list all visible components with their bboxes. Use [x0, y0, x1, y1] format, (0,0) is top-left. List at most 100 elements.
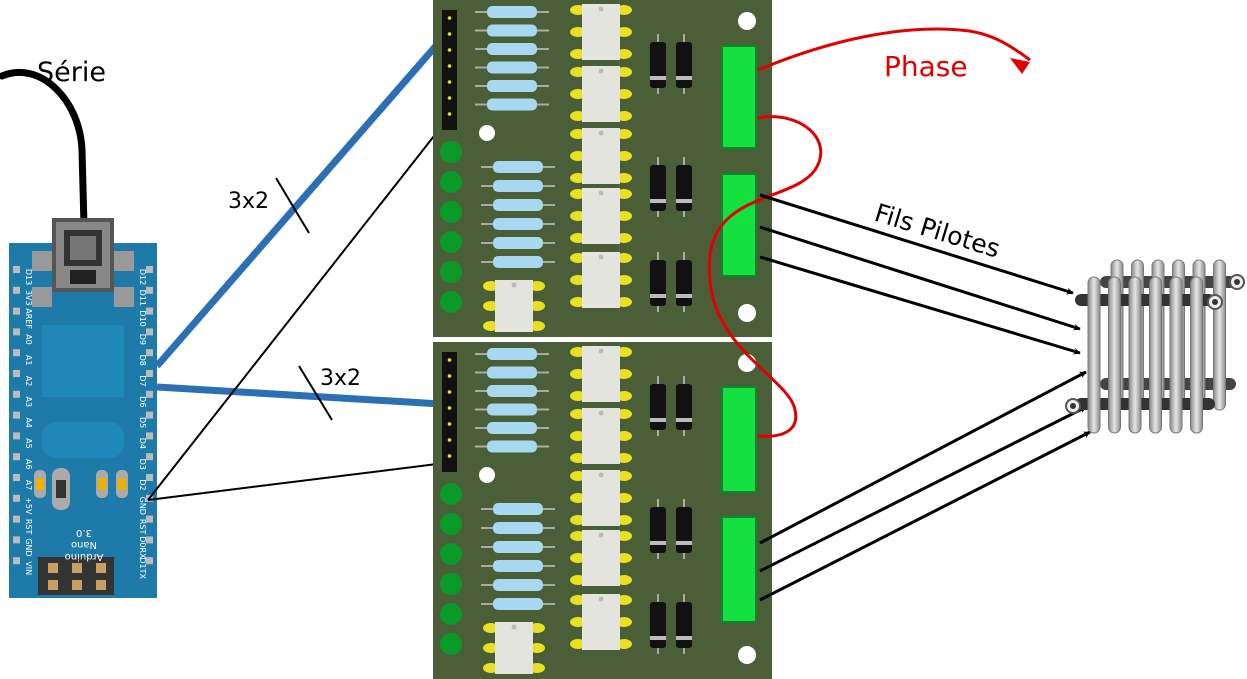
gnd-wire-bottom: [147, 462, 446, 501]
resistor: [493, 579, 543, 591]
phase-label: Phase: [884, 50, 968, 83]
mounting-hole: [479, 467, 495, 483]
bus-wire-bottom: [156, 383, 442, 408]
resistor: [487, 385, 537, 397]
status-led: [440, 573, 462, 595]
pilot-wires: [759, 193, 1091, 602]
pin-pad: [146, 349, 153, 357]
resistor: [487, 98, 537, 111]
mounting-hole: [738, 354, 756, 372]
terminal-block: [721, 45, 757, 149]
pin-label-left: D13: [24, 269, 33, 285]
diode: [650, 165, 666, 211]
pin-label-right: D7: [138, 375, 147, 386]
pin-label-right: D1TX: [138, 557, 147, 579]
pilot-wire-2: [759, 225, 1081, 331]
diode: [650, 260, 666, 306]
optocoupler: [582, 128, 620, 184]
pin-label-left: A6: [24, 459, 33, 470]
resistor: [487, 422, 537, 434]
optocoupler: [495, 622, 533, 674]
optocoupler: [582, 252, 620, 308]
pin-header: [442, 10, 457, 130]
resistor: [493, 237, 543, 249]
diode: [650, 602, 666, 648]
status-led: [440, 141, 462, 163]
arduino-pins: D133V3AREFA0A1A2A3A4A5A6A7+5VRSTGNDVIND1…: [13, 266, 153, 580]
arduino-chip: [42, 325, 124, 397]
usb-connector-icon: [52, 218, 114, 292]
serial-cable: [0, 68, 88, 229]
optocoupler: [582, 594, 620, 650]
status-led: [440, 603, 462, 625]
mounting-hole: [738, 646, 756, 664]
mounting-hole: [738, 304, 756, 322]
diode: [650, 384, 666, 430]
pin-pad: [146, 328, 153, 336]
optocoupler: [582, 4, 620, 60]
pin-pad: [13, 307, 20, 315]
pin-label-left: A3: [24, 397, 33, 408]
status-led: [440, 483, 462, 505]
resistor: [493, 218, 543, 230]
pin-label-right: D8: [138, 355, 147, 366]
arduino-nano: 3.0 Nano Arduino D133V3AREFA0A1A2A3A4A5A…: [9, 218, 157, 598]
pin-pad: [13, 370, 20, 377]
diode: [676, 42, 692, 88]
pin-label-right: D6: [138, 396, 147, 407]
pin-pad: [146, 307, 153, 315]
pin-label-right: D5: [138, 417, 147, 428]
pin-pad: [146, 474, 153, 481]
gnd-wire-top: [147, 121, 446, 501]
resistor: [493, 522, 543, 534]
pin-pad: [13, 328, 20, 336]
resistor: [493, 161, 543, 173]
pin-label-left: RST: [24, 519, 33, 535]
arduino-version: 3.0: [76, 527, 92, 538]
relay-board-top: [433, 0, 772, 337]
pin-label-left: A0: [24, 334, 33, 345]
status-led: [440, 633, 462, 655]
pin-pad: [146, 515, 153, 523]
pin-label-right: D12: [138, 269, 147, 285]
pin-label-left: A7: [24, 480, 33, 491]
status-led: [440, 261, 462, 283]
pin-pad: [13, 390, 20, 398]
pin-pad: [146, 432, 153, 440]
pin-label-left: AREF: [24, 308, 33, 329]
resistor: [487, 440, 537, 453]
pin-label-right: D9: [138, 334, 147, 345]
bus-label-top: 3x2: [228, 189, 269, 214]
diode: [676, 260, 692, 306]
phase-arrow-icon: [1010, 58, 1030, 74]
pin-label-left: GND: [24, 538, 33, 556]
resistor: [493, 256, 543, 268]
optocoupler: [495, 280, 533, 332]
bus-tick-bottom: [298, 365, 333, 421]
pin-pad: [13, 266, 20, 273]
resistor: [487, 348, 537, 360]
pin-pad: [13, 494, 20, 502]
optocoupler: [582, 188, 620, 244]
bus-wire-top: [154, 37, 444, 369]
resistor: [487, 403, 537, 416]
diode: [676, 384, 692, 430]
terminal-block: [721, 516, 757, 623]
pin-label-left: A5: [24, 438, 33, 449]
pin-label-right: D0RX: [138, 536, 147, 559]
diode: [676, 602, 692, 648]
resistor: [487, 366, 537, 379]
optocoupler: [582, 408, 620, 464]
pin-pad: [146, 453, 153, 461]
pin-pad: [13, 474, 20, 481]
resistor: [493, 598, 543, 610]
diode: [676, 165, 692, 211]
pin-label-left: A4: [24, 417, 33, 428]
radiator-icon: [1065, 259, 1245, 434]
pin-label-left: VIN: [24, 561, 33, 575]
pin-label-right: D11: [138, 290, 147, 306]
pilot-wire-4: [759, 370, 1087, 545]
arduino-model-nano: Nano: [71, 539, 97, 550]
resistor: [487, 6, 537, 18]
